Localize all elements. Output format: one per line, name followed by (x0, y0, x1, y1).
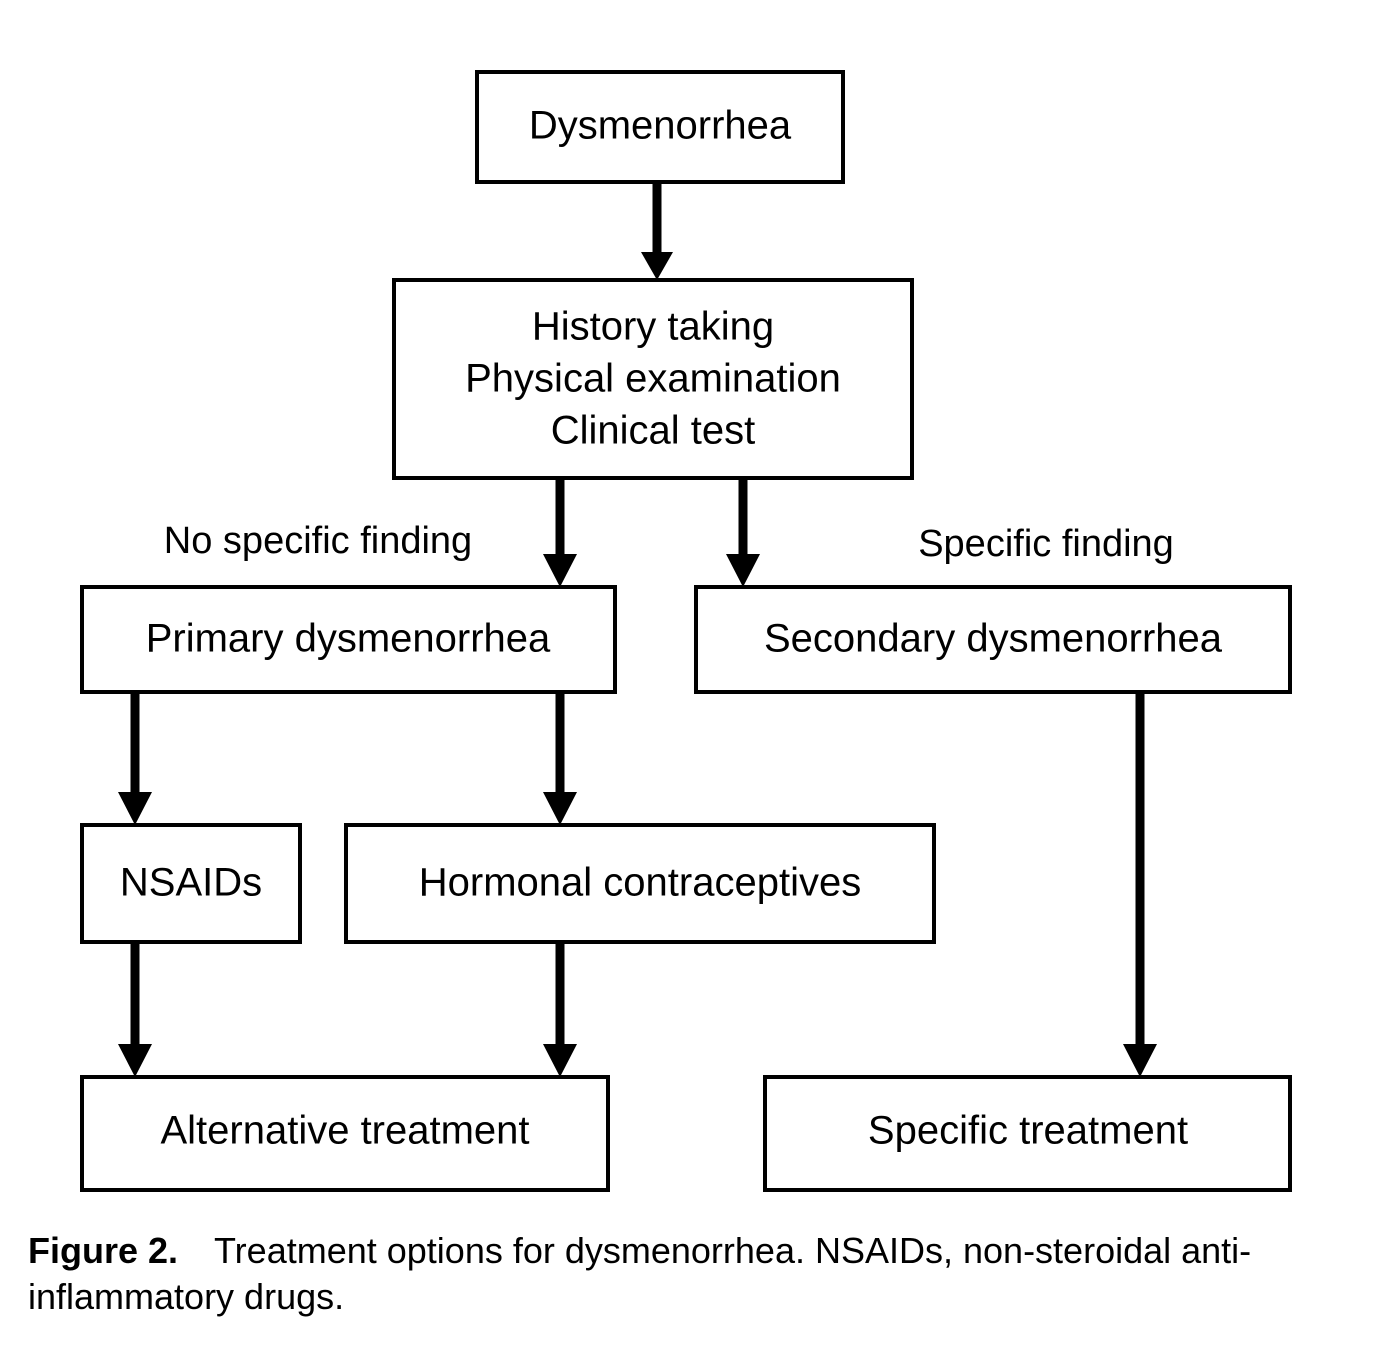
node-primary-dysmenorrhea-label: Primary dysmenorrhea (146, 617, 551, 661)
node-specific-treatment: Specific treatment (763, 1075, 1292, 1192)
edge-label-no-specific-finding: No specific finding (164, 520, 472, 562)
node-hormonal-contraceptives: Hormonal contraceptives (344, 823, 936, 944)
edge-primary-to-hormonal (543, 692, 577, 825)
arrowhead-icon (641, 252, 673, 280)
arrowhead-icon (1123, 1044, 1157, 1077)
node-alternative-treatment-box (80, 1075, 610, 1192)
figure-caption: Figure 2. Treatment options for dysmenor… (28, 1228, 1364, 1320)
node-specific-treatment-box (763, 1075, 1292, 1192)
figure-caption-text: Treatment options for dysmenorrhea. NSAI… (28, 1230, 1252, 1318)
node-alternative-treatment: Alternative treatment (80, 1075, 610, 1192)
arrowhead-icon (543, 554, 577, 587)
node-primary-dysmenorrhea-box (80, 585, 617, 694)
node-hormonal-contraceptives-box (344, 823, 936, 944)
edge-workup-to-primary (543, 478, 577, 587)
node-workup-box (392, 278, 914, 480)
node-specific-treatment-label: Specific treatment (868, 1109, 1188, 1153)
node-nsaids-box (80, 823, 302, 944)
node-secondary-dysmenorrhea-label: Secondary dysmenorrhea (764, 617, 1223, 661)
edge-label-specific-finding: Specific finding (918, 523, 1174, 565)
arrowhead-icon (726, 554, 760, 587)
node-nsaids: NSAIDs (80, 823, 302, 944)
node-workup-label-line2: Physical examination (465, 357, 841, 401)
node-workup: History taking Physical examination Clin… (392, 278, 914, 480)
arrowhead-icon (118, 792, 152, 825)
node-workup-label-line3: Clinical test (551, 409, 756, 453)
edge-nsaids-to-alternative-treatment (118, 942, 152, 1077)
arrowhead-icon (118, 1044, 152, 1077)
node-nsaids-label: NSAIDs (120, 861, 262, 905)
node-dysmenorrhea: Dysmenorrhea (475, 70, 845, 184)
edge-primary-to-nsaids (118, 692, 152, 825)
node-secondary-dysmenorrhea: Secondary dysmenorrhea (694, 585, 1292, 694)
node-secondary-dysmenorrhea-box (694, 585, 1292, 694)
figure-caption-label: Figure 2. (28, 1230, 179, 1271)
edge-hormonal-to-alternative-treatment (543, 942, 577, 1077)
node-workup-label-line1: History taking (532, 305, 774, 349)
node-dysmenorrhea-box (475, 70, 845, 184)
arrowhead-icon (543, 1044, 577, 1077)
arrowhead-icon (543, 792, 577, 825)
node-primary-dysmenorrhea: Primary dysmenorrhea (80, 585, 617, 694)
edge-dysmenorrhea-to-workup (641, 182, 673, 280)
node-dysmenorrhea-label: Dysmenorrhea (529, 104, 792, 148)
flowchart-diagram: Dysmenorrhea History taking Physical exa… (80, 70, 1292, 1192)
node-alternative-treatment-label: Alternative treatment (160, 1109, 529, 1153)
edge-secondary-to-specific-treatment (1123, 692, 1157, 1077)
node-hormonal-contraceptives-label: Hormonal contraceptives (419, 861, 861, 905)
edge-workup-to-secondary (726, 478, 760, 587)
